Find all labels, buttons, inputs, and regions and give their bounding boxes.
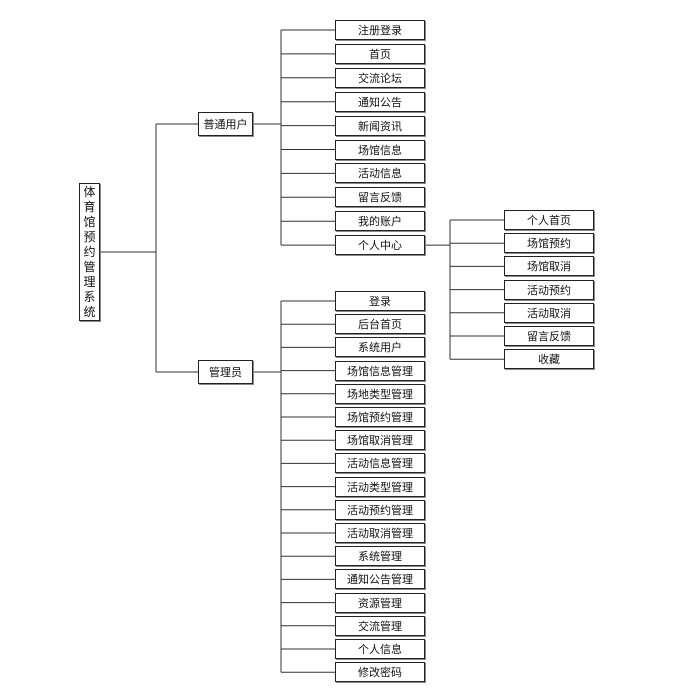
user-module-node: 留言反馈 [335, 187, 425, 208]
personal-center-module-node: 场馆预约 [504, 233, 594, 254]
root-node-char: 约 [83, 244, 96, 259]
personal-center-module-node: 个人首页 [504, 210, 594, 230]
user-module-node: 活动信息 [335, 163, 425, 184]
root-node-char: 预 [83, 229, 96, 244]
personal-center-module-node: 活动预约 [504, 279, 594, 300]
personal-center-module-node: 留言反馈 [504, 326, 594, 346]
admin-module-node: 场馆预约管理 [335, 407, 425, 427]
personal-center-module-node: 活动取消 [504, 302, 594, 323]
root-node-char: 统 [83, 304, 96, 319]
root-node-char: 管 [83, 259, 96, 274]
branch-node-admin: 管理员 [198, 360, 253, 384]
root-node-char: 理 [83, 274, 96, 289]
admin-module-node: 活动信息管理 [335, 453, 425, 474]
admin-module-node: 修改密码 [335, 662, 425, 683]
admin-module-node: 系统用户 [335, 337, 425, 358]
branch-node-user: 普通用户 [198, 112, 253, 136]
admin-module-node: 系统管理 [335, 546, 425, 567]
root-node-char: 育 [83, 199, 96, 214]
user-module-node: 我的账户 [335, 211, 425, 232]
admin-module-node: 个人信息 [335, 639, 425, 659]
admin-module-node: 资源管理 [335, 592, 425, 613]
user-module-node: 首页 [335, 43, 425, 64]
admin-module-node: 活动取消管理 [335, 523, 425, 543]
user-module-node: 新闻资讯 [335, 115, 425, 136]
root-node-char: 系 [83, 289, 96, 304]
user-module-node: 通知公告 [335, 91, 425, 112]
admin-module-node: 活动类型管理 [335, 476, 425, 497]
admin-module-node: 场馆信息管理 [335, 360, 425, 381]
personal-center-module-node: 收藏 [504, 349, 594, 370]
admin-module-node: 场地类型管理 [335, 383, 425, 404]
admin-module-node: 场馆取消管理 [335, 430, 425, 451]
admin-module-node: 通知公告管理 [335, 569, 425, 590]
user-module-node: 注册登录 [335, 20, 425, 40]
personal-center-module-node: 场馆取消 [504, 256, 594, 277]
user-module-node: 场馆信息 [335, 139, 425, 160]
admin-module-node: 后台首页 [335, 314, 425, 335]
admin-module-node: 活动预约管理 [335, 499, 425, 520]
root-node: 体育馆预约管理系统 [79, 183, 100, 321]
user-module-node: 个人中心 [335, 235, 425, 256]
admin-module-node: 交流管理 [335, 615, 425, 636]
admin-module-node: 登录 [335, 291, 425, 311]
user-module-node: 交流论坛 [335, 67, 425, 88]
root-node-char: 馆 [83, 214, 96, 229]
root-node-char: 体 [83, 184, 96, 199]
